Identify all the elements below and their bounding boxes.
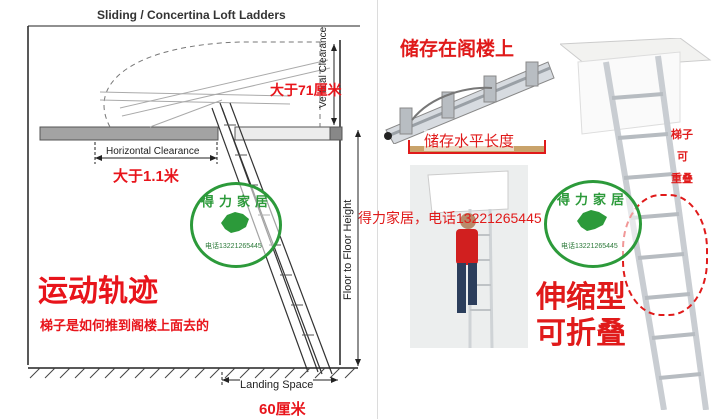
diagram-title: Sliding / Concertina Loft Ladders [97,8,286,22]
attic-floor-right [234,126,331,141]
motion-subtitle-cn: 梯子是如何推到阁楼上面去的 [40,318,210,333]
landing-dim-cn: 60厘米 [259,401,306,418]
brand-stamp-left: 得力家居 电话13221265445 [190,182,282,268]
horizontal-dim-cn: 大于1.1米 [113,168,179,185]
loft-ladder-diagram: Sliding / Concertina Loft Ladders [27,8,361,418]
stored-length-cn: 储存水平长度 [424,130,515,151]
foldable-cn: 可折叠 [536,317,626,350]
telescopic-cn: 伸缩型 [536,281,626,314]
china-map-icon [221,212,249,233]
motion-title-cn: 运动轨迹 [38,275,158,308]
ladder-side-1: 梯子 [671,129,693,141]
stamp-brand-text: 得力家居 [201,194,274,209]
motion-arc [103,41,320,128]
floor-to-floor-label: Floor to Floor Height [342,199,354,300]
ladder-side-3: 重叠 [671,173,693,185]
ladder-side-2: 可 [677,151,688,163]
diagram-drawing [27,25,361,386]
man-climbing-photo [410,165,528,348]
attic-floor-end [329,126,343,141]
vertical-dim-cn: 大于71厘米 [270,82,342,98]
watermark-overlay-text: 得力家居，电话13221265445 [358,210,542,226]
product-collage: 储存在阁楼上 储存水平长度 梯子 可 重叠 [378,0,720,419]
stored-ladder-photo [384,61,555,144]
stamp-phone: 电话13221265445 [205,243,262,250]
landing-space-label: Landing Space [240,379,314,391]
panel-divider [377,0,378,419]
brand-stamp-right: 得力家居 电话13221265445 [544,180,642,268]
ladder-ghost-positions [99,59,331,128]
stored-title-cn: 储存在阁楼上 [400,39,515,60]
china-map-icon-right [577,210,607,231]
attic-floor-left [39,126,219,141]
man-ladder-drawing [427,170,509,348]
floor-hatch [29,367,356,379]
stored-length-bracket [408,140,546,154]
stamp-phone-right: 电话13221265445 [561,243,618,250]
stamp-brand-text-right: 得力家居 [557,192,630,207]
horizontal-clearance-label: Horizontal Clearance [106,146,200,157]
